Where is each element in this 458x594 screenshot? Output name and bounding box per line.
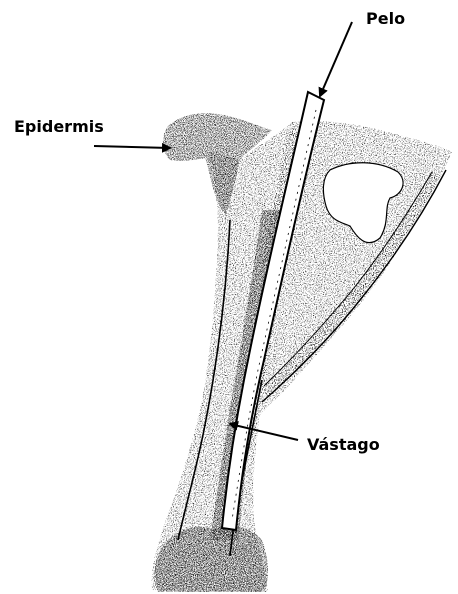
hair-arrow: [320, 22, 352, 96]
hair-label: Pelo: [366, 11, 405, 27]
epidermis-arrow: [94, 146, 170, 148]
shaft-label: Vástago: [307, 437, 380, 453]
epidermis-label: Epidermis: [14, 119, 104, 135]
